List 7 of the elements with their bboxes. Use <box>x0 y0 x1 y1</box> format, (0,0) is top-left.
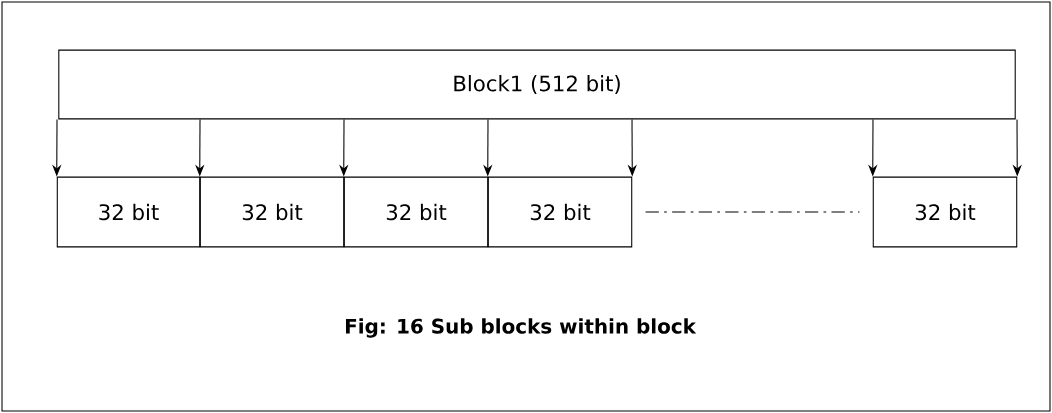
block-box: Block1 (512 bit) <box>58 49 1016 120</box>
sub-block-box: 32 bit <box>487 176 633 248</box>
sub-block-box: 32 bit <box>872 176 1018 248</box>
sub-block-box: 32 bit <box>199 176 345 248</box>
sub-block-box: 32 bit <box>56 176 201 248</box>
sub-block-box: 32 bit <box>343 176 489 248</box>
caption: Fig: 16 Sub blocks within block <box>346 318 697 338</box>
